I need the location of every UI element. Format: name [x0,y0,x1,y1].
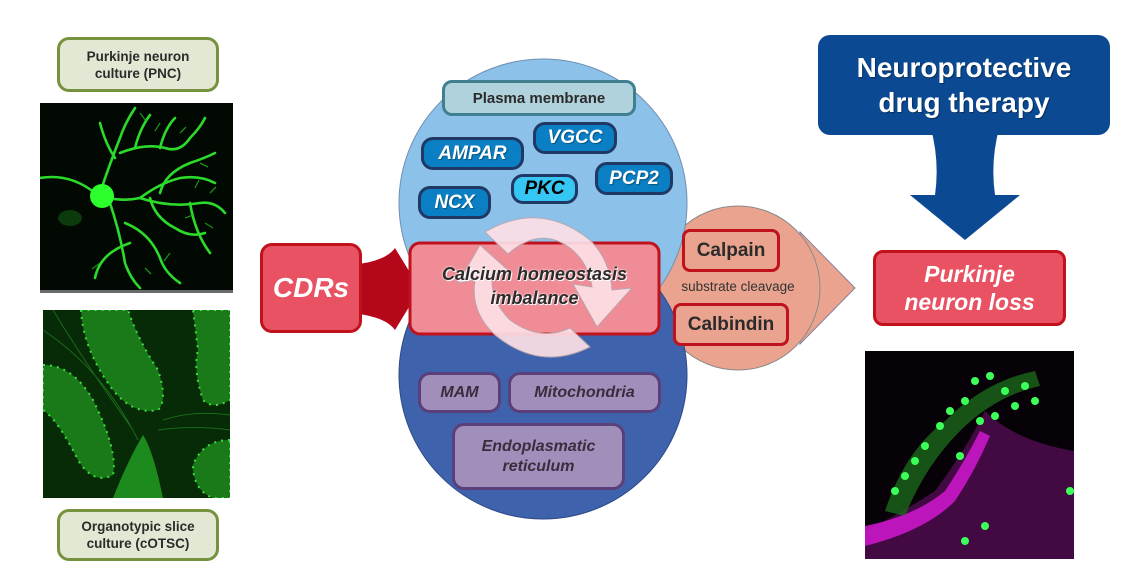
cotsc-micrograph [43,310,230,498]
plasma-membrane-title: Plasma membrane [472,89,606,107]
cdrs-box: CDRs [260,243,362,333]
pnc-label-line-1: Purkinje neuron [86,48,190,64]
er-line-1: Endoplasmatic [481,437,596,455]
vgcc-pill: VGCC [533,122,617,154]
substrate-cleavage-caption: substrate cleavage [681,279,795,294]
er-line-2: reticulum [502,457,575,475]
pnc-label-line-2: culture (PNC) [94,65,182,81]
vgcc-label: VGCC [547,127,603,148]
cotsc-label: Organotypic slice culture (cOTSC) [57,509,219,561]
ampar-label: AMPAR [438,142,507,164]
calcium-imbalance-label: Calcium homeostasis imbalance [410,262,659,310]
therapy-line-2: drug therapy [878,87,1050,118]
central-line-1: Calcium homeostasis [441,264,628,284]
ncx-pill: NCX [418,186,491,219]
ampar-pill: AMPAR [421,137,524,170]
plasma-membrane-label: Plasma membrane [442,80,636,116]
pcp2-pill: PCP2 [595,162,673,195]
ncx-label: NCX [434,191,475,213]
central-line-2: imbalance [490,288,579,308]
er-box: Endoplasmatic reticulum [452,423,625,490]
pkc-label: PKC [524,178,565,199]
therapy-box: Neuroprotective drug therapy [818,35,1110,135]
pkc-pill: PKC [511,174,578,204]
mam-label: MAM [440,383,479,401]
calpain-box: Calpain [682,229,780,272]
pnc-micrograph [40,103,233,293]
mam-box: MAM [418,372,501,413]
therapy-arrow [910,125,1020,240]
calpain-label: Calpain [696,239,766,261]
cotsc-label-line-1: Organotypic slice [81,519,195,534]
therapy-line-1: Neuroprotective [856,52,1072,83]
outcome-line-1: Purkinje [924,261,1015,287]
cdrs-arrow [350,248,420,330]
calbindin-box: Calbindin [673,303,789,346]
mitochondria-label: Mitochondria [534,383,635,401]
outcome-line-2: neuron loss [904,289,1035,315]
outcome-micrograph [865,351,1074,559]
circular-arrows-icon [457,217,634,358]
mitochondria-box: Mitochondria [508,372,661,413]
cotsc-label-line-2: culture (cOTSC) [86,536,190,551]
pcp2-label: PCP2 [609,167,659,189]
calbindin-label: Calbindin [687,313,775,335]
cdrs-label: CDRs [272,272,350,303]
